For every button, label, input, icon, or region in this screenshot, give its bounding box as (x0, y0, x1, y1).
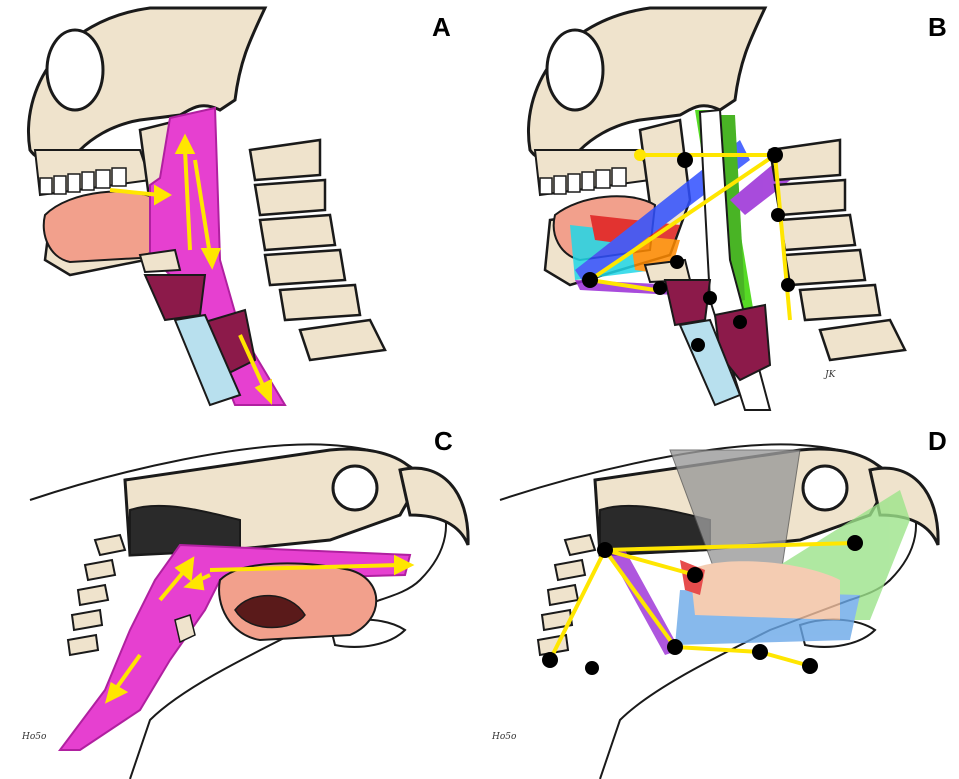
cervical-vertebrae (68, 535, 125, 655)
panel-label-c: C (434, 428, 453, 454)
cervical-spine (250, 140, 385, 360)
panel-label-a: A (432, 14, 451, 40)
hyoid (140, 250, 180, 272)
panel-c-illustration (0, 420, 480, 779)
panel-b-illustration (480, 0, 959, 420)
illustrator-signature: JK (825, 370, 835, 380)
orbit (333, 466, 377, 510)
panel-a-human-pharynx: A (0, 0, 480, 420)
tongue (44, 192, 167, 262)
thyroid-cartilage (665, 280, 710, 325)
panel-b-human-muscles: B JK (480, 0, 959, 420)
orbit (803, 466, 847, 510)
illustrator-signature: Ho5o (22, 732, 46, 742)
illustrator-signature: Ho5o (492, 732, 516, 742)
cervical-vertebrae (538, 535, 595, 655)
upper-beak (400, 468, 468, 545)
panel-c-parrot-pharynx: C Ho5o (0, 420, 480, 779)
panel-label-d: D (928, 428, 947, 454)
orbit (47, 30, 103, 110)
cervical-spine (770, 140, 905, 360)
thyroid-cartilage (145, 275, 205, 320)
tongue (219, 563, 376, 640)
orbit (547, 30, 603, 110)
panel-d-parrot-muscles: D Ho5o (480, 420, 959, 779)
panel-d-illustration (480, 420, 959, 779)
panel-label-b: B (928, 14, 947, 40)
panel-a-illustration (0, 0, 480, 420)
